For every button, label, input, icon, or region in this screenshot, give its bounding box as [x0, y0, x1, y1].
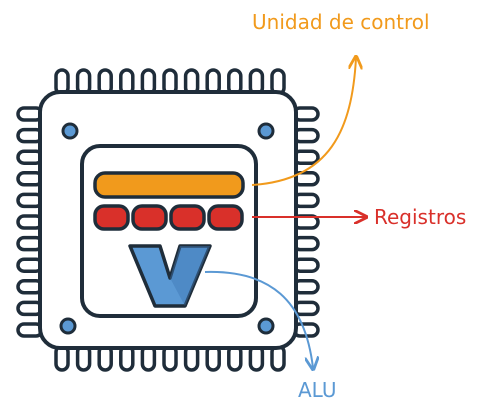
alu-label: ALU — [298, 378, 336, 402]
register-cell — [95, 206, 128, 229]
register-cell — [171, 206, 204, 229]
control-unit-bar — [95, 173, 243, 197]
screw-hole-icon — [259, 124, 273, 138]
screw-hole-icon — [259, 319, 273, 333]
register-cell — [209, 206, 242, 229]
screw-hole-icon — [63, 124, 77, 138]
register-cell — [133, 206, 166, 229]
registers-label: Registros — [374, 205, 466, 229]
control-unit-label: Unidad de control — [252, 10, 430, 34]
screw-hole-icon — [61, 319, 75, 333]
